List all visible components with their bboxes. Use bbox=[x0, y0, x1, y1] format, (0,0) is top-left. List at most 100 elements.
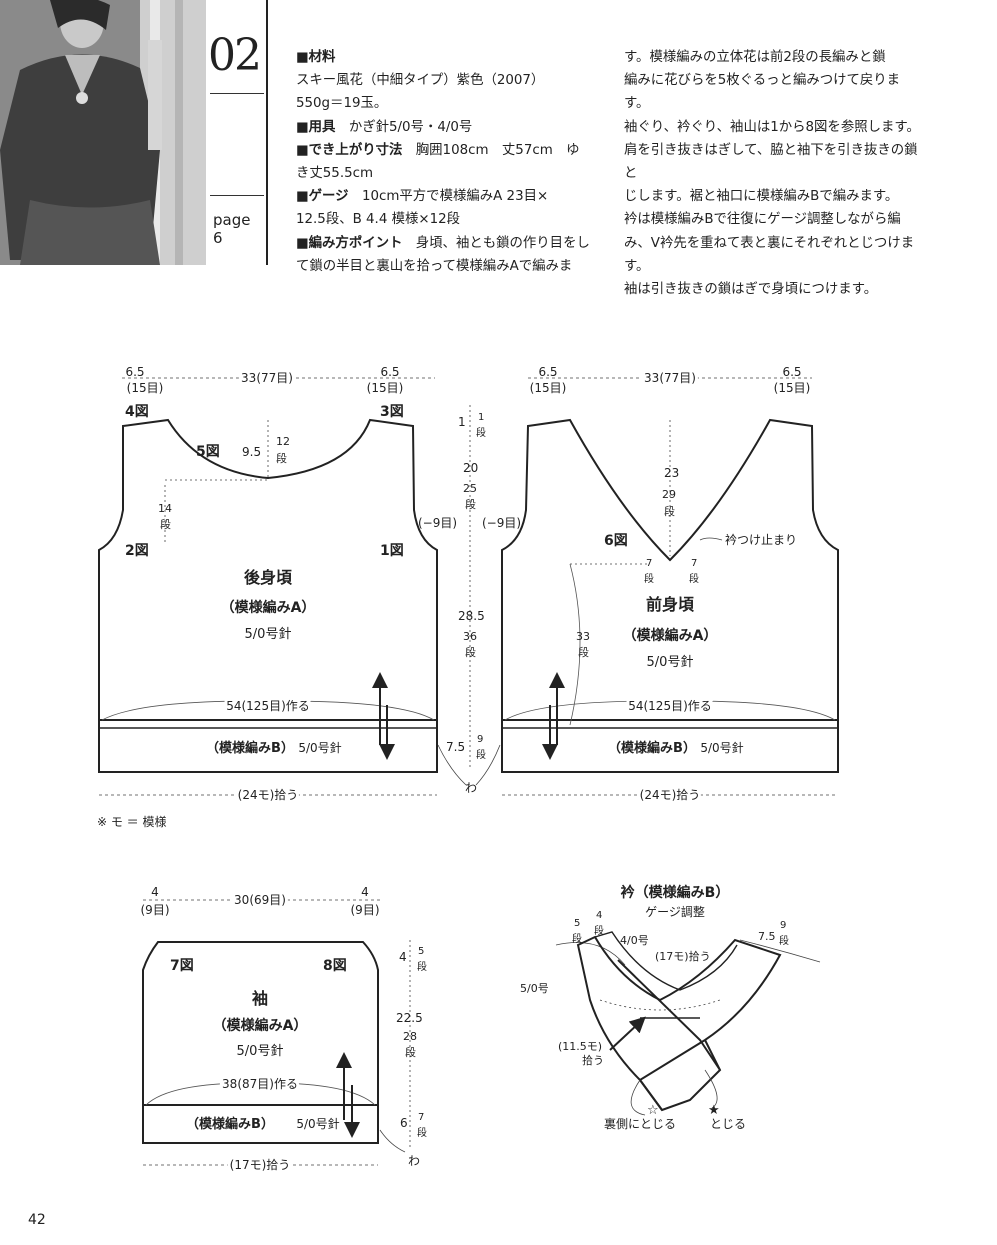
back-band-needle: 5/0号針 bbox=[298, 740, 341, 755]
back-width-side-right: 6.5 bbox=[380, 365, 399, 379]
collar-width-right-rows-unit: 段 bbox=[779, 934, 789, 947]
front-body-diagram: 6.5 (15目) 33(77目) 6.5 (15目) 23 29 段 (−9目… bbox=[482, 365, 839, 805]
front-fig6: 6図 bbox=[604, 533, 628, 549]
sleeve-h2: 22.5 bbox=[396, 1011, 423, 1025]
material-text-2: 550g＝19玉。 bbox=[296, 96, 388, 112]
center-wa: わ bbox=[465, 781, 477, 795]
front-pattern: （模様編みA） bbox=[623, 627, 718, 644]
gauge-text: 10cm平方で模様編みA 23目× bbox=[361, 189, 549, 205]
center-d2-rows-unit: 段 bbox=[465, 497, 476, 511]
front-vrows-right: 7 bbox=[691, 558, 697, 569]
back-needle: 5/0号針 bbox=[245, 627, 292, 642]
center-d2: 20 bbox=[463, 461, 478, 475]
sleeve-title: 袖 bbox=[252, 989, 268, 1008]
points-label: ■編み方ポイント bbox=[296, 235, 403, 251]
material-label: ■材料 bbox=[296, 50, 336, 65]
front-v-depth: 23 bbox=[664, 466, 679, 480]
front-width-side-left: 6.5 bbox=[538, 365, 557, 379]
points-text: 身頃、袖とも鎖の作り目をし bbox=[415, 235, 590, 251]
back-foundation: 54(125目)作る bbox=[226, 699, 310, 713]
description-line: 肩を引き抜きはぎして、脇と袖下を引き抜きの鎖と bbox=[624, 142, 918, 182]
collar-r5: 5 bbox=[574, 918, 580, 929]
collar-subtitle: ゲージ調整 bbox=[645, 904, 705, 919]
back-fig2: 2図 bbox=[125, 543, 149, 559]
back-title: 後身頃 bbox=[244, 568, 293, 587]
description-line: 衿は模様編みBで往復にゲージ調整しながら編 bbox=[624, 212, 901, 228]
collar-r4: 4 bbox=[596, 910, 602, 921]
collar-width-right: 7.5 bbox=[758, 930, 776, 943]
page-reference: page 6 bbox=[213, 211, 250, 247]
collar-star-solid: ★ bbox=[708, 1103, 720, 1118]
center-d4: 7.5 bbox=[446, 740, 465, 754]
sleeve-h3: 6 bbox=[400, 1116, 408, 1130]
legend-note: ※ モ ＝ 模様 bbox=[97, 815, 167, 829]
center-d3: 28.5 bbox=[458, 609, 485, 623]
sleeve-width-side-left-st: (9目) bbox=[141, 903, 170, 917]
size-text-2: き丈55.5cm bbox=[296, 166, 374, 182]
sleeve-pickup: (17モ)拾う bbox=[230, 1157, 291, 1172]
back-fig1: 1図 bbox=[380, 543, 404, 559]
collar-r4-unit: 段 bbox=[594, 924, 604, 937]
front-title: 前身頃 bbox=[646, 595, 695, 614]
back-band: （模様編みB） bbox=[206, 740, 294, 756]
front-width-mid: 33(77目) bbox=[644, 371, 696, 385]
collar-needle-4: 4/0号 bbox=[620, 934, 649, 947]
sleeve-width-side-left: 4 bbox=[151, 885, 159, 899]
sleeve-h3-rows-unit: 段 bbox=[417, 1126, 427, 1139]
page-label: page bbox=[213, 211, 251, 229]
sleeve-foundation: 38(87目)作る bbox=[222, 1077, 298, 1091]
back-fig5: 5図 bbox=[196, 444, 220, 460]
collar-pick-side: (11.5モ) bbox=[558, 1040, 602, 1053]
spec-block: ■材料 スキー風花（中細タイプ）紫色（2007） 550g＝19玉。 ■用具 か… bbox=[296, 46, 596, 278]
model-photo-illustration bbox=[0, 0, 206, 265]
sleeve-pattern: （模様編みA） bbox=[213, 1017, 308, 1034]
sleeve-width-mid: 30(69目) bbox=[234, 893, 286, 907]
description-line: じします。裾と袖口に模様編みBで編みます。 bbox=[624, 189, 899, 205]
back-neck-depth: 9.5 bbox=[242, 445, 261, 459]
front-needle: 5/0号針 bbox=[647, 655, 694, 670]
pattern-number: 02 bbox=[208, 30, 262, 81]
back-pattern: （模様編みA） bbox=[221, 599, 316, 616]
center-d1-rows: 1 bbox=[478, 412, 484, 423]
front-band-needle: 5/0号針 bbox=[700, 740, 743, 755]
back-width-side-right-st: (15目) bbox=[367, 381, 404, 395]
sleeve-diagram: 4 (9目) 30(69目) 4 (9目) 7図 8図 袖 （模様編みA） 5/… bbox=[141, 885, 428, 1175]
front-vrows-right-unit: 段 bbox=[689, 572, 699, 585]
sleeve-width-side-right-st: (9目) bbox=[351, 903, 380, 917]
center-d1: 1 bbox=[458, 415, 466, 429]
front-collar-stop: 衿つけ止まり bbox=[725, 532, 797, 547]
center-d4-rows-unit: 段 bbox=[476, 748, 486, 761]
back-width-mid: 33(77目) bbox=[241, 371, 293, 385]
center-dimensions: 1 1 段 20 25 段 28.5 36 段 7.5 9 段 わ bbox=[437, 405, 501, 795]
collar-close-front: とじる bbox=[710, 1117, 746, 1131]
front-vrows-left-unit: 段 bbox=[644, 572, 654, 585]
collar-diagram: 衿（模様編みB） ゲージ調整 5 段 4 段 4/0号 (17モ)拾う 5/0号… bbox=[520, 884, 821, 1131]
model-photo bbox=[0, 0, 206, 265]
collar-close-back: 裏側にとじる bbox=[604, 1116, 676, 1131]
points-text-2: て鎖の半目と裏山を拾って模様編みAで編みま bbox=[296, 258, 573, 274]
collar-star-open: ☆ bbox=[647, 1103, 659, 1118]
size-text: 胸囲108cm 丈57cm ゆ bbox=[415, 142, 580, 158]
divider-top bbox=[210, 93, 264, 94]
center-d3-rows-unit: 段 bbox=[465, 645, 476, 659]
front-side-dec: (−9目) bbox=[482, 516, 521, 530]
front-side-rows-unit: 段 bbox=[578, 645, 589, 659]
center-d2-rows: 25 bbox=[463, 482, 477, 495]
sleeve-h1: 4 bbox=[399, 950, 407, 964]
divider-bottom bbox=[210, 195, 264, 196]
tools-label: ■用具 bbox=[296, 119, 336, 135]
collar-r5-unit: 段 bbox=[572, 932, 582, 945]
back-armhole-rows-unit: 段 bbox=[160, 517, 171, 531]
center-d4-rows: 9 bbox=[477, 734, 483, 745]
front-side-rows: 33 bbox=[576, 630, 590, 643]
page-number: 42 bbox=[28, 1212, 46, 1228]
back-neck-rows-unit: 段 bbox=[276, 451, 287, 465]
sleeve-band-needle: 5/0号針 bbox=[296, 1116, 339, 1131]
sleeve-needle: 5/0号針 bbox=[237, 1044, 284, 1059]
sleeve-fig8: 8図 bbox=[323, 958, 347, 974]
sleeve-width-side-right: 4 bbox=[361, 885, 369, 899]
description-line: す。模様編みの立体花は前2段の長編みと鎖 bbox=[624, 50, 886, 65]
center-d3-rows: 36 bbox=[463, 630, 477, 643]
sleeve-wa: わ bbox=[408, 1154, 420, 1168]
sleeve-h2-rows: 28 bbox=[403, 1030, 417, 1043]
